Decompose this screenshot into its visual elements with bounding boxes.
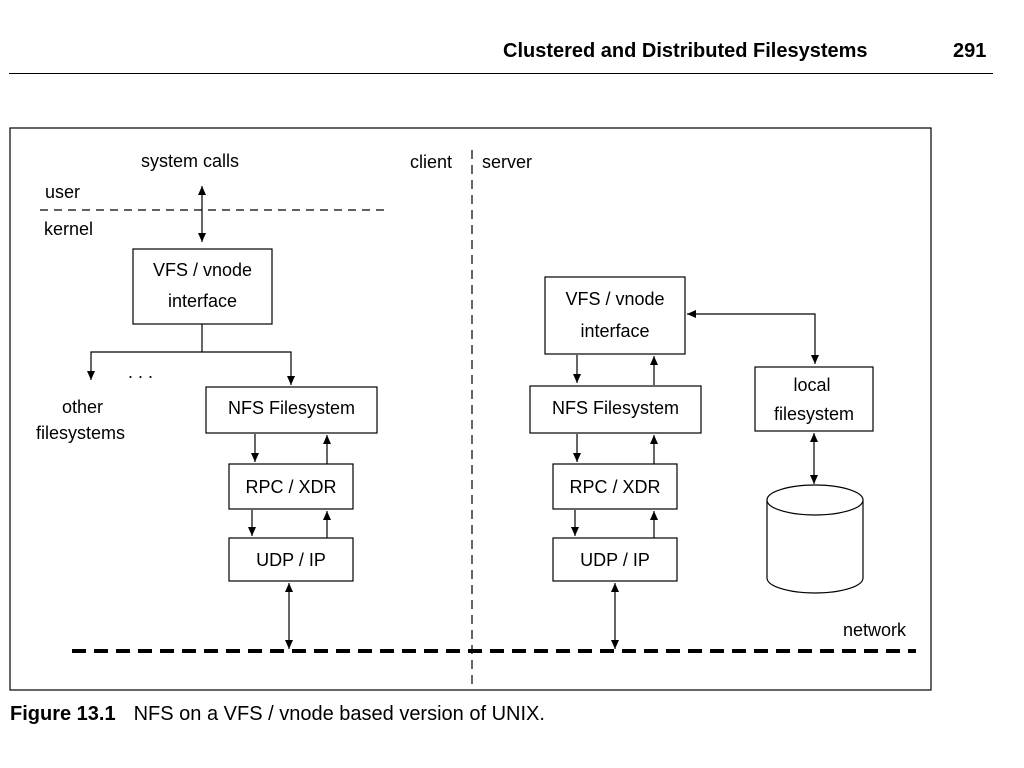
header-rule <box>9 73 993 74</box>
filesystems-label: filesystems <box>36 423 125 443</box>
client-vfs-box <box>132 248 273 325</box>
client-rpc-label: RPC / XDR <box>245 477 336 497</box>
client-udp-label: UDP / IP <box>256 550 326 570</box>
figure-frame <box>9 127 932 691</box>
system-calls-label: system calls <box>141 151 239 171</box>
server-udp-box <box>552 537 678 582</box>
vfs-to-nfs-connector <box>202 351 295 385</box>
client-vfs-label-line2: interface <box>168 291 237 311</box>
kernel-label: kernel <box>44 219 93 239</box>
server-rpc-label: RPC / XDR <box>569 477 660 497</box>
page-number: 291 <box>953 40 987 62</box>
client-nfs-label: NFS Filesystem <box>228 398 355 418</box>
local-filesystem-label-line1: local <box>793 375 830 395</box>
client-rpc-box <box>228 463 354 510</box>
figure-caption-text: NFS on a VFS / vnode based version of UN… <box>133 703 545 725</box>
client-nfs-box <box>205 386 378 434</box>
vfs-branch-connector <box>87 324 203 380</box>
server-nfs-box <box>529 385 702 434</box>
server-vfs-label-line2: interface <box>580 321 649 341</box>
server-vfs-label-line1: VFS / vnode <box>565 289 664 309</box>
figure-caption: Figure 13.1 NFS on a VFS / vnode based ve… <box>10 703 545 726</box>
client-udp-box <box>228 537 354 582</box>
other-label: other <box>62 397 103 417</box>
server-udp-label: UDP / IP <box>580 550 650 570</box>
ellipsis-label: . . . <box>128 362 153 382</box>
running-header-title: Clustered and Distributed Filesystems <box>503 40 868 62</box>
network-label: network <box>843 620 907 640</box>
server-vfs-local-connector <box>687 310 819 364</box>
local-filesystem-label-line2: filesystem <box>774 404 854 424</box>
local-filesystem-box <box>754 366 874 432</box>
server-vfs-box <box>544 276 686 355</box>
client-label: client <box>410 152 452 172</box>
server-nfs-label: NFS Filesystem <box>552 398 679 418</box>
disk-icon <box>766 484 864 594</box>
figure-caption-label: Figure 13.1 <box>10 703 116 725</box>
user-label: user <box>45 182 80 202</box>
server-rpc-box <box>552 463 678 510</box>
server-label: server <box>482 152 532 172</box>
client-vfs-label-line1: VFS / vnode <box>153 260 252 280</box>
